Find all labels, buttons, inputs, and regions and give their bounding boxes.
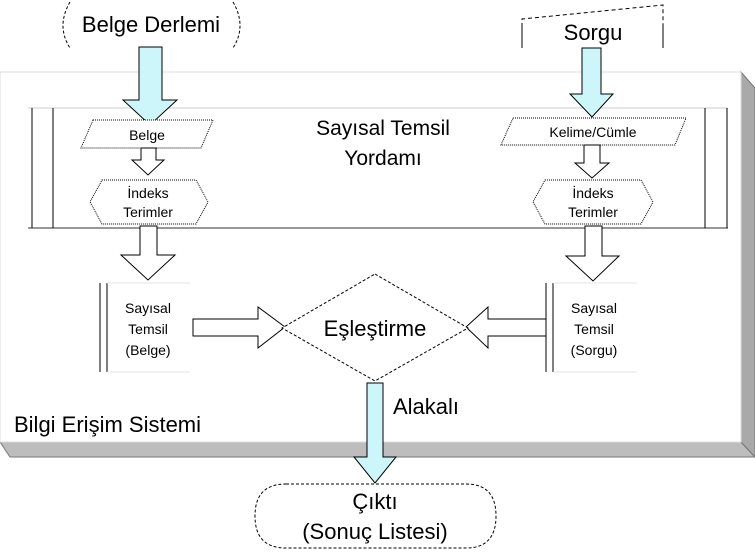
arrow-belge-down [121, 46, 179, 126]
arrow-kelime-to-indeks [573, 144, 611, 179]
sayisal-temsil-belge: Sayısal Temsil (Belge) [99, 282, 190, 373]
kelime-cumle-label: Kelime/Cümle [549, 124, 636, 140]
sayisal-belge-line1: Sayısal [125, 300, 171, 316]
alakali-label: Alakalı [393, 394, 459, 419]
indeks-right-line2: Terimler [568, 204, 618, 220]
sayisal-belge-line2: Temsil [128, 321, 168, 337]
indeks-left-line2: Terimler [123, 204, 173, 220]
eslestirme-label: Eşleştirme [324, 316, 427, 341]
cikti-line1: Çıktı [352, 489, 397, 514]
sayisal-sorgu-line2: Temsil [574, 321, 614, 337]
sorgu-node: Sorgu [521, 4, 664, 48]
eslestirme-decision: Eşleştirme [280, 273, 470, 382]
arrow-sorgu-to-eslestirme [465, 305, 547, 350]
arrow-belge-to-eslestirme [192, 306, 286, 350]
sayisal-sorgu-line3: (Sorgu) [571, 342, 618, 358]
indeks-right-line1: İndeks [572, 184, 613, 201]
belge-derlemi-node: Belge Derlemi [62, 1, 241, 49]
sayisal-sorgu-line1: Sayısal [571, 300, 617, 316]
band-title-line2: Yordamı [344, 147, 421, 170]
sayisal-belge-line3: (Belge) [125, 342, 170, 358]
system-panel [0, 70, 755, 458]
kelime-cumle-input-box: Kelime/Cümle [500, 117, 687, 146]
arrow-belge-to-indeks [130, 147, 166, 176]
belge-label: Belge [129, 127, 165, 143]
arrow-right-to-sayisal [564, 225, 621, 282]
arrow-to-cikti [352, 382, 398, 484]
sorgu-label: Sorgu [564, 20, 623, 45]
cikti-terminal: Çıktı (Sonuç Listesi) [254, 483, 497, 549]
indeks-terimler-right: İndeks Terimler [532, 179, 654, 225]
system-label: Bilgi Erişim Sistemi [14, 412, 201, 437]
indeks-left-line1: İndeks [127, 184, 168, 201]
arrow-left-to-sayisal [119, 225, 177, 281]
cikti-line2: (Sonuç Listesi) [302, 519, 448, 544]
arrow-sorgu-down [568, 47, 615, 118]
belge-input-box: Belge [80, 119, 214, 149]
indeks-terimler-left: İndeks Terimler [89, 179, 209, 225]
belge-derlemi-label: Belge Derlemi [82, 12, 220, 37]
band-title-line1: Sayısal Temsil [316, 117, 450, 140]
